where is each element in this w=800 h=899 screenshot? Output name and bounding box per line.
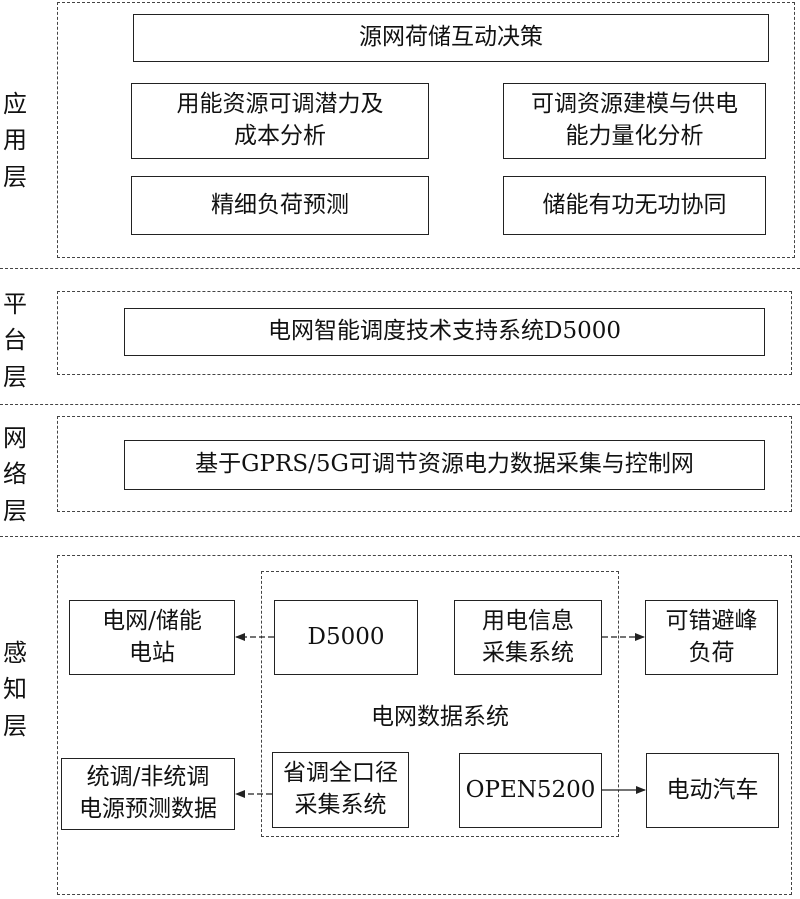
peak-shift-load-box: 可错避峰 负荷 bbox=[645, 600, 778, 675]
potential-cost-box: 用能资源可调潜力及 成本分析 bbox=[131, 83, 429, 159]
application-layer-frame bbox=[57, 2, 795, 258]
gprs-network-box: 基于GPRS/5G可调节资源电力数据采集与控制网 bbox=[124, 440, 765, 490]
layer-label-perception: 感 知 层 bbox=[3, 639, 27, 740]
d5000-system-box: 电网智能调度技术支持系统D5000 bbox=[124, 308, 765, 356]
d5000-box: D5000 bbox=[274, 600, 418, 675]
perception-layer-frame bbox=[57, 555, 792, 895]
province-collect-box: 省调全口径 采集系统 bbox=[272, 752, 409, 828]
grid-storage-station-box: 电网/储能 电站 bbox=[69, 600, 235, 675]
grid-data-system-label: 电网数据系统 bbox=[371, 704, 509, 730]
layer-label-network: 网 络 层 bbox=[3, 424, 27, 525]
network-layer-frame bbox=[57, 416, 792, 512]
layer-label-application: 应 用 层 bbox=[3, 90, 27, 191]
ev-box: 电动汽车 bbox=[646, 753, 779, 828]
grid-data-system-frame bbox=[261, 571, 619, 837]
open5200-box: OPEN5200 bbox=[459, 753, 602, 828]
load-forecast-box: 精细负荷预测 bbox=[131, 176, 429, 235]
dispatch-forecast-box: 统调/非统调 电源预测数据 bbox=[61, 758, 235, 830]
power-info-collect-box: 用电信息 采集系统 bbox=[454, 600, 602, 675]
separator-app-platform bbox=[0, 268, 800, 269]
separator-platform-network bbox=[0, 404, 800, 405]
separator-network-perception bbox=[0, 536, 800, 537]
modeling-box: 可调资源建模与供电 能力量化分析 bbox=[503, 83, 766, 159]
platform-layer-frame bbox=[57, 291, 792, 375]
layer-label-platform: 平 台 层 bbox=[3, 290, 27, 391]
storage-pq-box: 储能有功无功协同 bbox=[503, 176, 766, 235]
decision-box: 源网荷储互动决策 bbox=[133, 14, 769, 62]
